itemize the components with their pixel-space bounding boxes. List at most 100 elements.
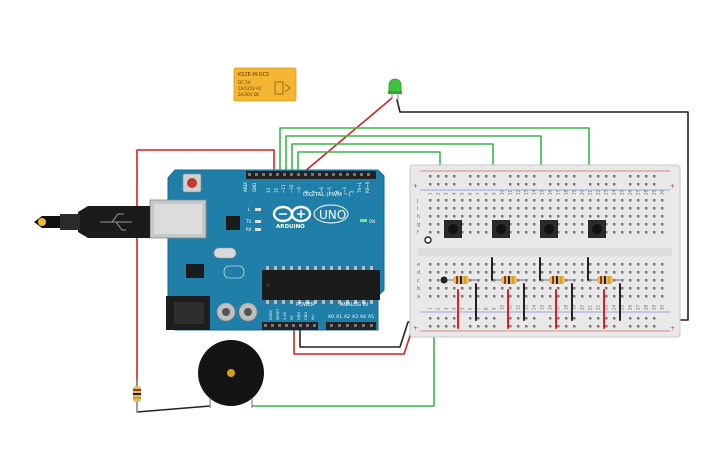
power-pin-hole[interactable] (264, 324, 267, 327)
resistor-left[interactable] (133, 386, 141, 402)
analog-header[interactable] (326, 322, 376, 330)
digital-pin-hole[interactable] (269, 173, 272, 176)
wire-black-buzzer[interactable] (136, 405, 211, 413)
digital-pin-hole[interactable] (360, 173, 363, 176)
power-jack[interactable] (166, 296, 210, 330)
breadboard-column-label: 8 (484, 307, 489, 310)
reset-button[interactable] (182, 173, 202, 193)
resistor-2[interactable] (493, 276, 525, 284)
breadboard-column-label: 30 (660, 304, 665, 310)
breadboard-row-label: j (416, 198, 418, 204)
digital-pin-hole[interactable] (297, 173, 300, 176)
analog-pin-hole[interactable] (370, 324, 373, 327)
analog-pin-label: A3 (352, 314, 358, 320)
push-button-2[interactable] (492, 220, 510, 238)
power-header[interactable] (262, 322, 318, 330)
power-pin-hole[interactable] (299, 324, 302, 327)
analog-pin-hole[interactable] (338, 324, 341, 327)
breadboard-column-label: 29 (652, 189, 657, 195)
analog-pin-hole[interactable] (354, 324, 357, 327)
svg-text:+: + (413, 325, 418, 332)
wire-green-buzzer[interactable] (251, 329, 435, 407)
analog-pin-hole[interactable] (362, 324, 365, 327)
push-button-4[interactable] (588, 220, 606, 238)
breadboard-column-label: 16 (548, 304, 553, 310)
digital-pin-holes (248, 173, 370, 176)
l-label: L (248, 207, 251, 212)
breadboard-column-label: 18 (564, 304, 569, 310)
digital-pin-label: 13 (266, 187, 271, 193)
resistor-3[interactable] (541, 276, 573, 284)
breadboard-jumpers[interactable] (457, 257, 621, 329)
power-pin-hole[interactable] (278, 324, 281, 327)
breadboard-column-label: 19 (572, 189, 577, 195)
digital-pin-label: 7 (312, 190, 317, 193)
digital-pin-hole[interactable] (290, 173, 293, 176)
led[interactable] (388, 78, 402, 100)
status-leds: L TX RX (245, 207, 261, 232)
digital-pin-hole[interactable] (276, 173, 279, 176)
digital-pin-hole[interactable] (332, 173, 335, 176)
rx-label: RX (246, 227, 252, 232)
led-icon (388, 78, 402, 93)
breadboard-row-label: a (417, 294, 420, 300)
resistor-1[interactable] (445, 276, 477, 284)
digital-pin-hole[interactable] (304, 173, 307, 176)
digital-pin-hole[interactable] (353, 173, 356, 176)
digital-pin-hole[interactable] (311, 173, 314, 176)
digital-pin-hole[interactable] (318, 173, 321, 176)
digital-pin-label: ~11 (281, 184, 286, 193)
breadboard-column-label: 22 (596, 189, 601, 195)
breadboard-column-label: 4 (452, 192, 457, 195)
power-pin-hole[interactable] (271, 324, 274, 327)
breadboard-row-label: d (417, 270, 420, 276)
digital-pin-hole[interactable] (325, 173, 328, 176)
digital-pin-label: 2 (350, 190, 355, 193)
digital-pin-hole[interactable] (283, 173, 286, 176)
resistor-4[interactable] (589, 276, 621, 284)
digital-pin-hole[interactable] (255, 173, 258, 176)
analog-pin-hole[interactable] (346, 324, 349, 327)
digital-pin-hole[interactable] (262, 173, 265, 176)
digital-pin-hole[interactable] (339, 173, 342, 176)
uno-badge: UNO (313, 204, 349, 224)
digital-pin-label: ~3 (342, 187, 347, 193)
digital-pin-hole[interactable] (367, 173, 370, 176)
digital-pin-hole[interactable] (346, 173, 349, 176)
breadboard-column-label: 23 (604, 189, 609, 195)
digital-pin-hole[interactable] (248, 173, 251, 176)
wire-red-left[interactable] (136, 149, 275, 393)
breadboard-column-label: 29 (652, 304, 657, 310)
breadboard-column-label: 26 (628, 189, 633, 195)
breadboard-column-label: 25 (620, 189, 625, 195)
reset-button-icon (187, 178, 197, 188)
breadboard-column-label: 23 (604, 304, 609, 310)
breadboard-column-label: 7 (476, 192, 481, 195)
breadboard-column-label: 1 (428, 307, 433, 310)
breadboard-column-label: 28 (644, 189, 649, 195)
gnd-label: GND (252, 183, 257, 192)
power-pin-hole[interactable] (313, 324, 316, 327)
wire-red-led[interactable] (303, 97, 393, 173)
push-button-1[interactable] (444, 220, 462, 238)
relay[interactable]: KS2E-M-DC5 DC 5V 1A/125V AC 2A/30V DC (233, 67, 297, 102)
buzzer[interactable] (198, 340, 264, 408)
analog-pin-hole[interactable] (330, 324, 333, 327)
push-button-3[interactable] (540, 220, 558, 238)
breadboard-column-label: 8 (484, 192, 489, 195)
power-pin-label: GND (304, 312, 308, 320)
relay-symbol-icon (274, 81, 291, 95)
power-pin-hole[interactable] (306, 324, 309, 327)
power-pin-hole[interactable] (292, 324, 295, 327)
breadboard-column-label: 14 (532, 304, 537, 310)
push-buttons (444, 220, 606, 238)
power-pin-hole[interactable] (285, 324, 288, 327)
digital-pin-label: TX→1 (357, 181, 362, 194)
analog-pin-label: A1 (336, 314, 342, 320)
usb-connector[interactable] (34, 199, 207, 239)
breadboard-components (424, 236, 621, 329)
breadboard-column-label: 28 (644, 304, 649, 310)
